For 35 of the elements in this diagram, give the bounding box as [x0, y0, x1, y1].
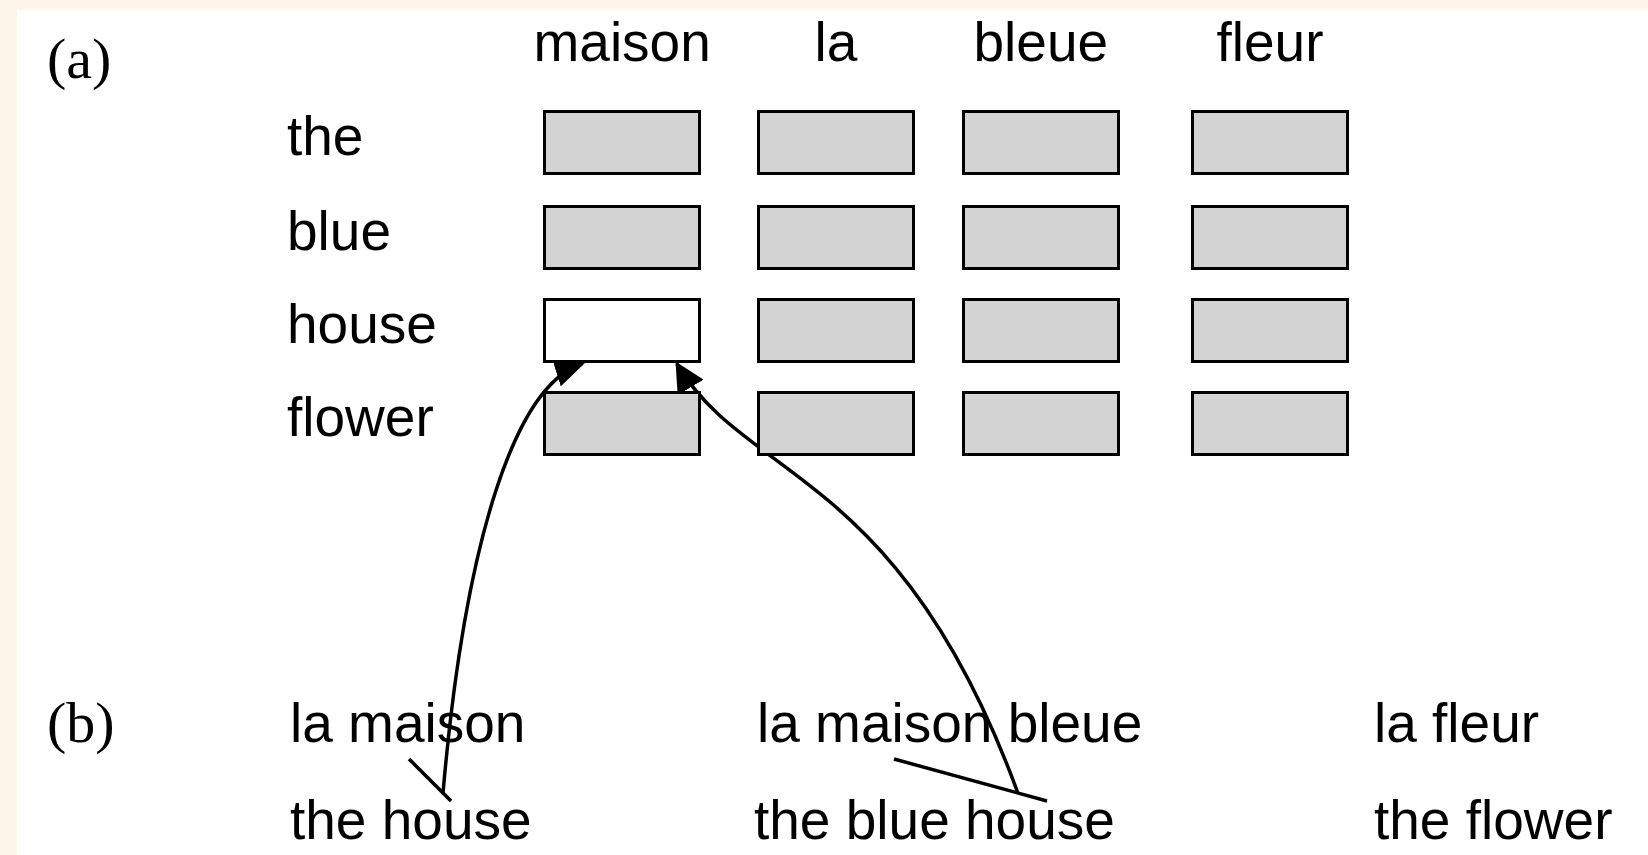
alignment-cell: [757, 205, 915, 270]
sentence-text: la maison bleue: [757, 696, 1143, 751]
alignment-cell: [757, 298, 915, 363]
alignment-cell: [543, 205, 701, 270]
sentence-text: the blue house: [754, 793, 1115, 848]
sentence-text: la fleur: [1374, 696, 1540, 751]
column-word: bleue: [973, 15, 1109, 70]
alignment-cell: [543, 391, 701, 456]
column-word: fleur: [1216, 15, 1324, 70]
alignment-cell: [1191, 391, 1349, 456]
arrow: [675, 361, 1020, 794]
alignment-cell: [962, 110, 1120, 175]
alignment-cell: [962, 391, 1120, 456]
row-word: blue: [287, 204, 391, 259]
arrow: [441, 362, 585, 794]
alignment-cell: [543, 298, 701, 363]
panel-label: (b): [47, 694, 115, 752]
sentence-text: the house: [290, 793, 532, 848]
column-word: maison: [533, 15, 711, 70]
alignment-cell: [757, 110, 915, 175]
alignment-cell: [1191, 298, 1349, 363]
alignment-cell: [962, 205, 1120, 270]
panel-label: (a): [47, 30, 112, 88]
alignment-line: [893, 757, 1048, 803]
row-word: house: [287, 297, 437, 352]
sentence-text: the flower: [1374, 793, 1613, 848]
alignment-cell: [543, 110, 701, 175]
alignment-line: [407, 757, 453, 803]
row-word: flower: [287, 390, 434, 445]
alignment-cell: [757, 391, 915, 456]
alignment-cell: [962, 298, 1120, 363]
alignment-cell: [1191, 205, 1349, 270]
column-word: la: [814, 15, 858, 70]
row-word: the: [287, 109, 364, 164]
alignment-cell: [1191, 110, 1349, 175]
